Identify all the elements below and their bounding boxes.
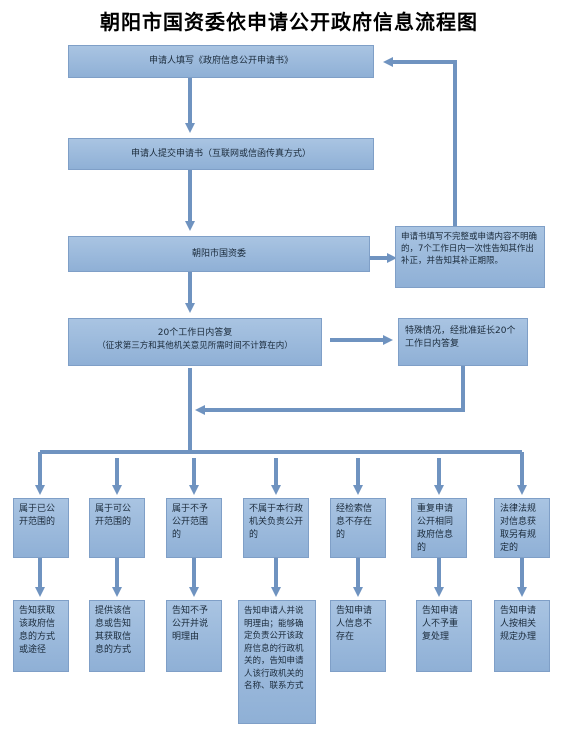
page-title: 朝阳市国资委依申请公开政府信息流程图	[100, 10, 478, 34]
branch-result-6: 告知申请人不予重复处理	[416, 600, 472, 672]
branch-result-7: 告知申请人按相关规定办理	[494, 600, 550, 672]
branch-result-4: 告知申请人并说明理由；能够确定负责公开该政府信息的行政机关的，告知申请人该行政机…	[238, 600, 316, 724]
branch-condition-4: 不属于本行政机关负责公开的	[243, 498, 309, 558]
step-fill-form: 申请人填写《政府信息公开申请书》	[68, 45, 374, 78]
branch-condition-3: 属于不予公开范围的	[166, 498, 222, 558]
branch-condition-1: 属于已公开范围的	[13, 498, 69, 558]
reply-line1: 20个工作日内答复	[157, 328, 233, 338]
step-extension: 特殊情况，经批准延长20个工作日内答复	[398, 318, 528, 366]
branch-result-3: 告知不予公开并说明理由	[166, 600, 222, 672]
branch-condition-5: 经检索信息不存在的	[330, 498, 386, 558]
step-incomplete: 申请书填写不完整或申请内容不明确的，7个工作日内一次性告知其作出补正，并告知其补…	[395, 226, 545, 288]
step-submit: 申请人提交申请书（互联网或信函传真方式）	[68, 138, 374, 170]
branch-condition-6: 重复申请公开相同政府信息的	[411, 498, 467, 558]
branch-result-1: 告知获取该政府信息的方式或途径	[13, 600, 69, 672]
arrow-extension-back	[195, 366, 465, 415]
step-agency: 朝阳市国资委	[68, 236, 370, 272]
branch-condition-2: 属于可公开范围的	[89, 498, 145, 558]
branch-condition-7: 法律法规对信息获取另有规定的	[494, 498, 550, 558]
branch-result-2: 提供该信息或告知其获取信息的方式	[89, 600, 145, 672]
branch-result-5: 告知申请人信息不存在	[330, 600, 386, 672]
step-reply: 20个工作日内答复 （征求第三方和其他机关意见所需时间不计算在内）	[68, 318, 322, 366]
reply-line2: （征求第三方和其他机关意见所需时间不计算在内）	[97, 341, 293, 351]
arrow-incomplete-back	[383, 57, 457, 226]
